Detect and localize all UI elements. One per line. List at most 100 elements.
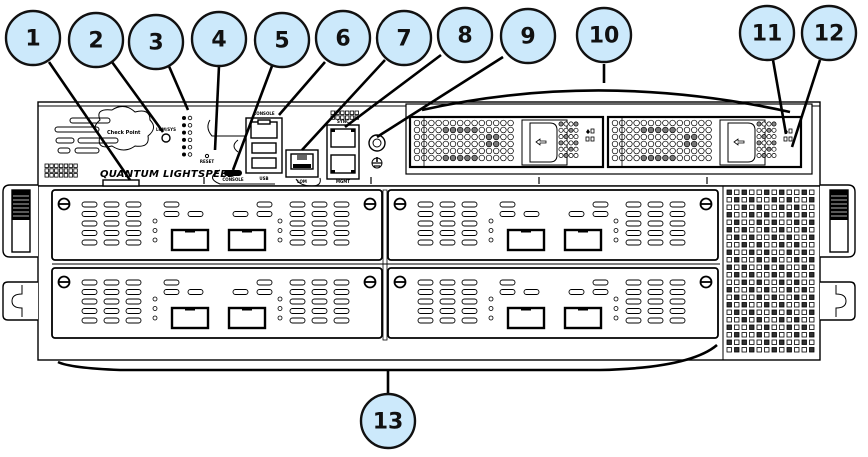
vent-hole	[786, 212, 792, 218]
thumbscrew-icon[interactable]	[393, 275, 407, 289]
vent-hole	[786, 272, 792, 278]
power-icon	[182, 116, 186, 120]
vent-hole	[734, 324, 740, 330]
vent-hole	[44, 168, 49, 173]
expansion-module-1[interactable]	[51, 189, 383, 261]
vent-hole	[794, 279, 800, 285]
vent-hole	[786, 287, 792, 293]
vent-hole	[786, 242, 792, 248]
qsfp-port-1[interactable]	[506, 228, 546, 252]
vent-hole	[734, 279, 740, 285]
vent-hole	[794, 204, 800, 210]
vent-hole	[726, 279, 732, 285]
vent-hole	[726, 272, 732, 278]
usb-port-2[interactable]	[251, 157, 277, 169]
vent-hole	[741, 324, 747, 330]
thumbscrew-icon[interactable]	[393, 197, 407, 211]
sync-port[interactable]	[330, 128, 356, 148]
vent-hole	[756, 309, 762, 315]
thumbscrew-icon[interactable]	[57, 197, 71, 211]
vent-hole	[809, 249, 815, 255]
vent-hole	[801, 324, 807, 330]
qsfp-port-2[interactable]	[227, 228, 267, 252]
vent-hole	[801, 347, 807, 353]
qsfp-port-1[interactable]	[506, 306, 546, 330]
vent-hole	[794, 212, 800, 218]
thumbscrew-icon[interactable]	[699, 275, 713, 289]
console-usb-c-port[interactable]: CONSOLE	[222, 170, 244, 182]
qsfp-port-2[interactable]	[563, 228, 603, 252]
vent-hole	[771, 219, 777, 225]
vent-hole	[764, 264, 770, 270]
vent-hole	[801, 317, 807, 323]
callout-circle	[253, 11, 311, 69]
usb-port-1[interactable]	[251, 142, 277, 154]
vent-hole	[344, 115, 350, 120]
vent-hole	[749, 219, 755, 225]
vent-hole	[794, 219, 800, 225]
vent-hole	[59, 163, 64, 168]
vent-hole	[794, 317, 800, 323]
callout-1: 1	[4, 9, 62, 67]
vent-hole	[809, 272, 815, 278]
callout-number: 7	[396, 27, 411, 52]
vent-hole	[794, 242, 800, 248]
lom-port[interactable]: LOM	[285, 149, 321, 187]
vent-hole	[756, 197, 762, 203]
vent-hole	[741, 242, 747, 248]
qsfp-port-2[interactable]	[563, 306, 603, 330]
vent-hole	[779, 257, 785, 263]
right-vent-grid	[722, 186, 815, 360]
thumbscrew-icon[interactable]	[363, 197, 377, 211]
vent-hole	[771, 279, 777, 285]
vent-hole	[809, 324, 815, 330]
callout-number: 6	[335, 27, 350, 52]
callout-5: 5	[253, 11, 311, 69]
qsfp-port-1[interactable]	[170, 228, 210, 252]
qsfp-port-2[interactable]	[227, 306, 267, 330]
vent-hole	[741, 189, 747, 195]
vent-hole	[726, 302, 732, 308]
vent-hole	[809, 197, 815, 203]
vent-hole	[794, 324, 800, 330]
vent-hole	[801, 302, 807, 308]
vent-hole	[801, 249, 807, 255]
vent-hole	[786, 219, 792, 225]
expansion-module-3[interactable]	[51, 267, 383, 339]
vent-hole	[349, 115, 355, 120]
thumbscrew-icon[interactable]	[57, 275, 71, 289]
vent-hole	[741, 204, 747, 210]
reset-button[interactable]: RESET	[200, 153, 214, 164]
callout-number: 1	[25, 27, 40, 52]
vent-hole	[779, 219, 785, 225]
vent-hole	[344, 110, 350, 115]
thumbscrew-icon[interactable]	[699, 197, 713, 211]
vent-hole	[726, 294, 732, 300]
vent-hole	[756, 204, 762, 210]
vent-hole	[794, 302, 800, 308]
expansion-module-4[interactable]	[387, 267, 719, 339]
expansion-module-2[interactable]	[387, 189, 719, 261]
thumbscrew-icon[interactable]	[363, 275, 377, 289]
grounding-stud[interactable]	[368, 134, 386, 152]
power-supply-1[interactable]	[408, 115, 605, 169]
vent-hole	[779, 332, 785, 338]
vent-hole	[741, 302, 747, 308]
callout-circle	[314, 9, 372, 67]
power-supply-2[interactable]	[606, 115, 803, 169]
vent-hole	[801, 197, 807, 203]
vent-hole	[809, 234, 815, 240]
mgmt-port[interactable]	[330, 154, 356, 174]
usb-port-front[interactable]	[102, 179, 140, 187]
qsfp-port-1[interactable]	[170, 306, 210, 330]
brand-logo-text: Check Point	[107, 130, 141, 136]
vent-hole	[734, 272, 740, 278]
vent-hole	[734, 204, 740, 210]
vent-hole	[63, 168, 69, 173]
vent-hole	[749, 197, 755, 203]
lom-sys-button[interactable]: LOM/SYS	[156, 127, 176, 143]
vent-hole	[809, 189, 815, 195]
vent-hole	[801, 212, 807, 218]
vent-hole	[779, 287, 785, 293]
